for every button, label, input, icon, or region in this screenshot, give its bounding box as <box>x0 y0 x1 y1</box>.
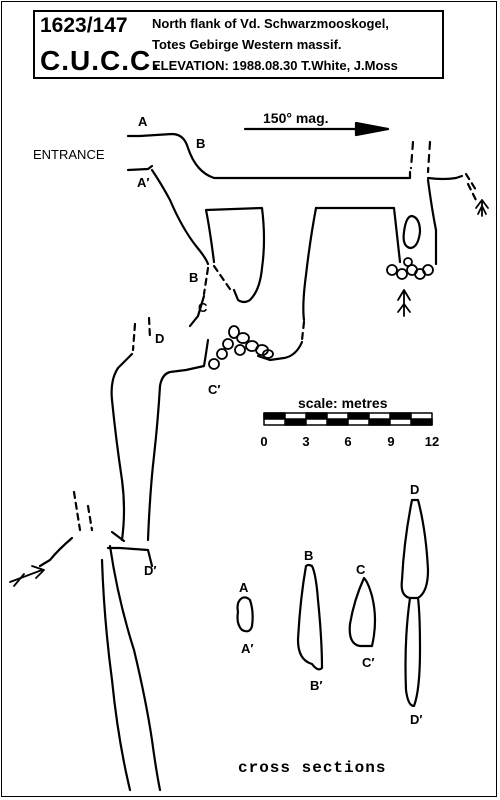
xs-label-c-prime: C′ <box>362 655 375 670</box>
draught-arrow <box>9 199 489 587</box>
label-b-top: B <box>196 136 206 151</box>
cross-section-a <box>236 596 254 633</box>
xs-label-a-prime: A′ <box>241 641 254 656</box>
description-line-1: North flank of Vd. Schwarzmooskogel, <box>152 16 389 31</box>
label-a: A <box>138 114 148 129</box>
bearing-arrow <box>243 121 390 137</box>
label-d: D <box>155 331 165 346</box>
xs-label-b: B <box>304 548 314 563</box>
xs-label-b-prime: B′ <box>310 678 323 693</box>
boulder-choke <box>208 257 434 370</box>
bearing-label: 150° mag. <box>263 110 329 126</box>
cross-section-b <box>296 563 324 671</box>
cross-section-d <box>400 498 430 708</box>
label-c-prime: C′ <box>208 382 221 397</box>
cross-sections-title: cross sections <box>238 759 387 777</box>
xs-label-d-prime: D′ <box>410 712 423 727</box>
label-b: B <box>189 270 199 285</box>
label-c: C <box>198 300 208 315</box>
cross-section-shapes <box>236 498 430 708</box>
label-a-prime: A′ <box>137 175 150 190</box>
club-name: C.U.C.C. <box>40 45 160 76</box>
scale-bar <box>263 412 433 426</box>
cross-section-c <box>348 576 377 648</box>
scale-tick-3: 3 <box>302 434 310 449</box>
scale-tick-0: 0 <box>260 434 268 449</box>
label-d-prime: D′ <box>144 563 157 578</box>
scale-tick-6: 6 <box>344 434 352 449</box>
survey-id: 1623/147 <box>40 14 128 37</box>
description-line-3: ELEVATION: 1988.08.30 T.White, J.Moss <box>152 58 398 73</box>
cave-passage-outline <box>38 132 478 792</box>
xs-label-a: A <box>239 580 249 595</box>
scale-tick-12: 12 <box>424 434 440 449</box>
xs-label-c: C <box>356 562 366 577</box>
entrance-label: ENTRANCE <box>33 147 105 162</box>
scale-tick-9: 9 <box>387 434 395 449</box>
scale-title: scale: metres <box>298 395 388 411</box>
xs-label-d: D <box>410 482 420 497</box>
description-line-2: Totes Gebirge Western massif. <box>152 37 342 52</box>
title-box <box>33 10 444 79</box>
